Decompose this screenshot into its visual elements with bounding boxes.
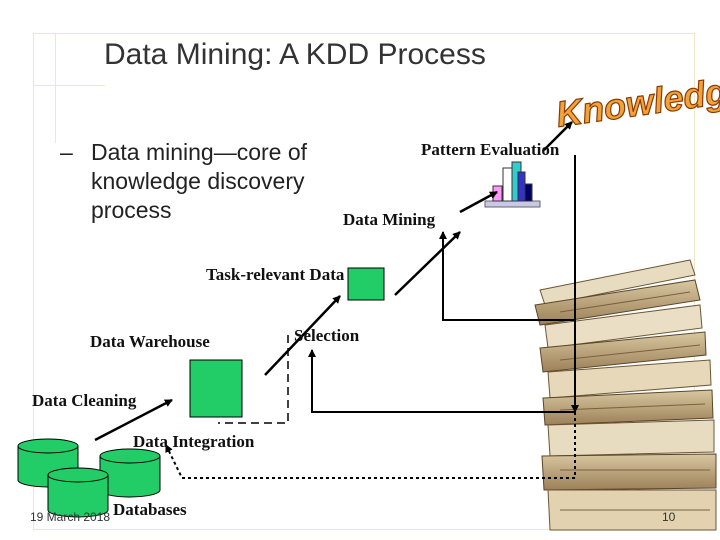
- knowledge-wordart: Knowledge: [554, 67, 720, 134]
- database-icon: [99, 448, 161, 498]
- slide-title: Data Mining: A KDD Process: [104, 38, 486, 71]
- frame-decoration: [33, 33, 105, 86]
- footer-date: 19 March 2018: [30, 510, 111, 524]
- label-data-mining: Data Mining: [343, 210, 436, 229]
- task-relevant-data-box: [347, 267, 385, 301]
- feedback-line-to-selection: [308, 349, 575, 413]
- frame-decoration: [33, 33, 56, 143]
- arrow-mining-to-pattern: [459, 190, 498, 214]
- data-warehouse-box: [189, 359, 243, 418]
- bar-chart-icon: [484, 161, 541, 208]
- page-number: 10: [662, 510, 676, 524]
- bullet-dash: –: [60, 139, 73, 165]
- feedback-line-to-data-mining: [439, 231, 575, 321]
- label-databases: Databases: [113, 500, 187, 519]
- arrow-databases-to-warehouse: [94, 398, 173, 442]
- arrow-warehouse-to-task: [264, 295, 341, 376]
- database-icon: [47, 467, 109, 518]
- label-task-relevant-data: Task-relevant Data: [206, 265, 345, 284]
- bullet-text: Data mining—core of knowledge discovery …: [91, 139, 308, 223]
- arrow-task-to-mining: [394, 231, 461, 296]
- feedback-line-to-databases: [165, 412, 576, 479]
- label-data-integration: Data Integration: [133, 432, 255, 451]
- label-data-warehouse: Data Warehouse: [90, 332, 210, 351]
- label-pattern-evaluation: Pattern Evaluation: [421, 140, 560, 159]
- dashed-selection-path: [218, 335, 289, 424]
- label-selection: Selection: [294, 326, 360, 345]
- arrow-pattern-to-knowledge: [543, 121, 573, 151]
- bullet-point: – Data mining—core of knowledge discover…: [60, 138, 360, 225]
- label-data-cleaning: Data Cleaning: [32, 391, 137, 410]
- book-stack-image: [534, 259, 717, 531]
